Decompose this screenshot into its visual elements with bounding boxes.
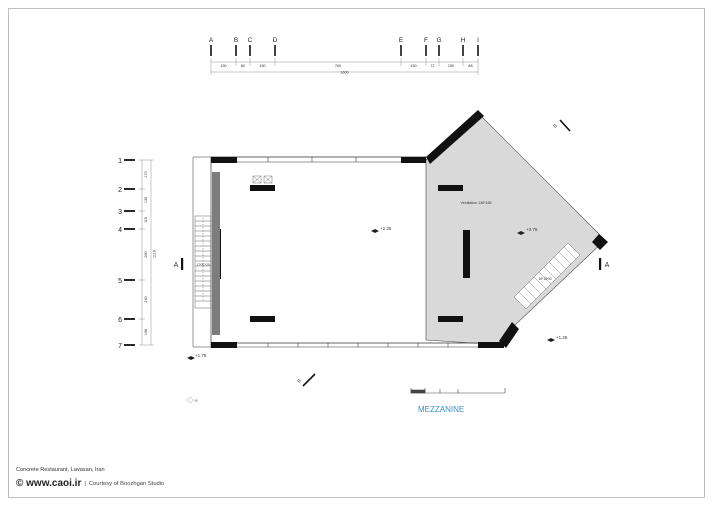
grid-label-i: I: [477, 37, 479, 44]
grid-label-1: 1: [118, 158, 122, 165]
credit-line: © www.caoi.ir | Courtesy of Boozhgan Stu…: [16, 478, 164, 489]
section-label-left: A: [174, 262, 179, 269]
section-mark-top-right: B: [552, 119, 571, 132]
credit-separator: |: [84, 480, 86, 487]
project-caption: Concrete Restaurant, Lavasan, Iran: [16, 467, 105, 473]
grid-label-e: E: [399, 37, 404, 44]
column-dim-bc: 80: [241, 64, 245, 68]
column-dim-gh: 150: [448, 64, 454, 68]
column-dim-ef: 150: [410, 64, 416, 68]
wall-diagonal-lower: [499, 322, 519, 348]
grid-label-4: 4: [118, 227, 122, 234]
column-left-2: [250, 316, 275, 322]
mezzanine-floor: [425, 112, 606, 346]
level-exterior: +1.25: [556, 335, 568, 340]
wall-bottom-left: [211, 342, 237, 348]
wall-diagonal-upper: [426, 110, 484, 164]
section-mark-right: A: [599, 258, 610, 270]
furniture-chairs: [252, 175, 273, 184]
section-mark-left: A: [174, 258, 184, 270]
column-right-1: [438, 185, 463, 191]
level-marker-main: +2.25: [371, 226, 392, 233]
window-mullions: [267, 157, 449, 347]
grid-label-g: G: [436, 37, 441, 44]
section-label-right: A: [605, 262, 610, 269]
mezzanine-stair: [513, 242, 581, 310]
section-label-bottom: B: [296, 378, 302, 384]
column-right-2: [438, 316, 463, 322]
level-entrance: +1.75: [195, 353, 207, 358]
drawing-title: MEZZANINE: [418, 405, 464, 414]
courtesy-text: Courtesy of Boozhgan Studio: [88, 480, 165, 487]
section-mark-bottom: B: [296, 373, 316, 387]
row-dim-67: 108: [144, 329, 148, 335]
left-grey-wall: [212, 172, 220, 335]
column-left-1: [250, 185, 275, 191]
mezzanine-stair-label: 16*18*30: [538, 277, 551, 281]
sheet-border: [8, 8, 705, 498]
scale-bar: [410, 388, 506, 394]
row-dim-12: 170: [144, 171, 148, 177]
site-watermark: © www.caoi.ir: [16, 478, 82, 489]
level-mezzanine: +3.75: [526, 227, 538, 232]
grid-label-7: 7: [118, 343, 122, 350]
wall-top-mid: [401, 157, 426, 163]
row-dim-45: 260: [144, 251, 148, 257]
mezzanine-core-wall: [463, 230, 470, 278]
level-marker-exterior: +1.25: [547, 335, 568, 342]
column-dim-fg: 72: [430, 64, 434, 68]
level-marker-entrance: +1.75: [187, 353, 207, 360]
grid-label-h: H: [461, 37, 466, 44]
column-grid: A B C D E F G H I: [209, 37, 479, 75]
level-main-floor: +2.25: [380, 226, 392, 231]
left-stair: [194, 215, 212, 309]
row-grid: 1 2 3 4 5 6 7: [118, 158, 156, 350]
grid-label-2: 2: [118, 187, 122, 194]
row-dim-total: 1110: [153, 250, 157, 258]
wall-diagonal-right: [592, 234, 608, 250]
column-dim-de: 760: [335, 64, 341, 68]
grid-label-d: D: [273, 37, 278, 44]
grid-label-5: 5: [118, 278, 122, 285]
left-stair-label: 17*31*29: [196, 263, 209, 267]
hall-walls: [192, 156, 480, 348]
grid-label-3: 3: [118, 209, 122, 216]
grid-label-6: 6: [118, 317, 122, 324]
section-label-top-right: B: [552, 123, 558, 129]
column-dim-cd: 150: [259, 64, 265, 68]
row-dim-34: 115: [144, 217, 148, 223]
entry-label: ve: [194, 399, 198, 403]
level-marker-mezzanine: +3.75: [517, 227, 538, 235]
wall-bottom-right: [478, 342, 504, 348]
column-dim-ab: 150: [220, 64, 226, 68]
row-dim-23: 130: [144, 197, 148, 203]
column-dim-hi: 88: [468, 64, 472, 68]
entry-marker-circle: [187, 397, 193, 403]
wall-top-left: [211, 157, 237, 163]
grid-label-c: C: [248, 37, 253, 44]
row-dim-56: 240: [144, 296, 148, 302]
grid-label-a: A: [209, 37, 214, 44]
column-dim-total: 1600: [340, 71, 348, 75]
grid-label-b: B: [234, 37, 238, 44]
void-label: Ventilation 136*166: [461, 201, 492, 205]
grid-label-f: F: [424, 37, 428, 44]
